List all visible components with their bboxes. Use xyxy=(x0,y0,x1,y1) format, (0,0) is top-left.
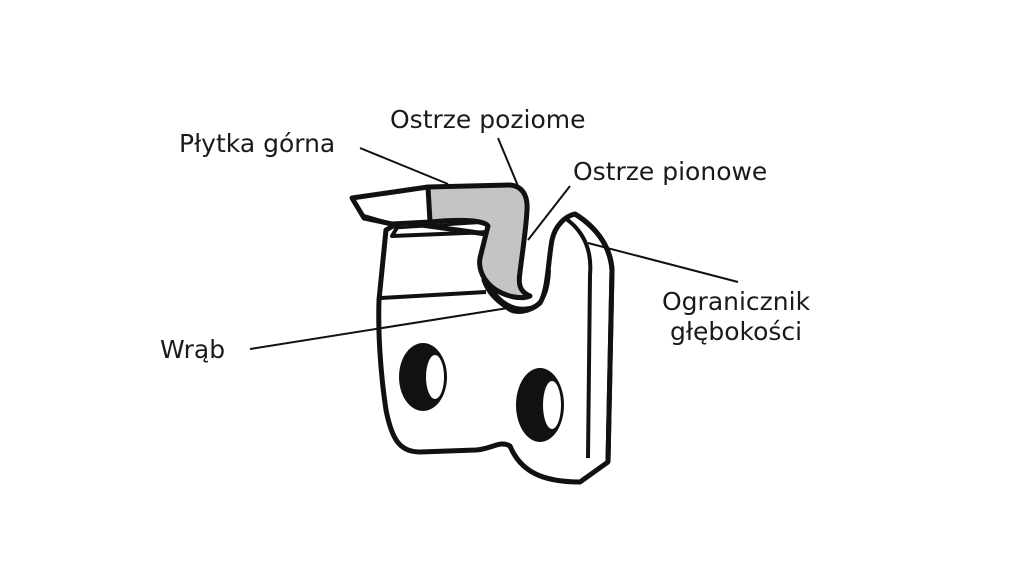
depth-gauge-side xyxy=(573,211,615,463)
label-depth-gauge-line2: głębokości xyxy=(669,317,803,346)
label-gullet: Wrąb xyxy=(160,335,226,364)
label-depth-gauge: Ogranicznik głębokości xyxy=(662,287,810,347)
rivet-hole-right-inner xyxy=(543,381,561,429)
cutting-edge xyxy=(425,182,533,301)
leader-gullet xyxy=(249,307,509,350)
depth-gauge-inner-edge xyxy=(563,216,593,459)
top-plate-lower xyxy=(363,214,491,238)
leader-vertical-edge xyxy=(527,185,571,241)
label-vertical-edge: Ostrze pionowe xyxy=(573,157,768,186)
label-depth-gauge-line1: Ogranicznik xyxy=(662,287,811,316)
leader-horizontal-edge xyxy=(497,137,519,187)
rivet-hole-left-inner xyxy=(426,355,444,399)
leader-depth-gauge xyxy=(587,242,739,283)
leader-top-plate xyxy=(359,147,449,185)
body-band-line xyxy=(379,290,487,300)
label-horizontal-edge: Ostrze poziome xyxy=(390,105,586,134)
label-top-plate: Płytka górna xyxy=(179,129,336,158)
gullet-curve xyxy=(486,269,551,311)
